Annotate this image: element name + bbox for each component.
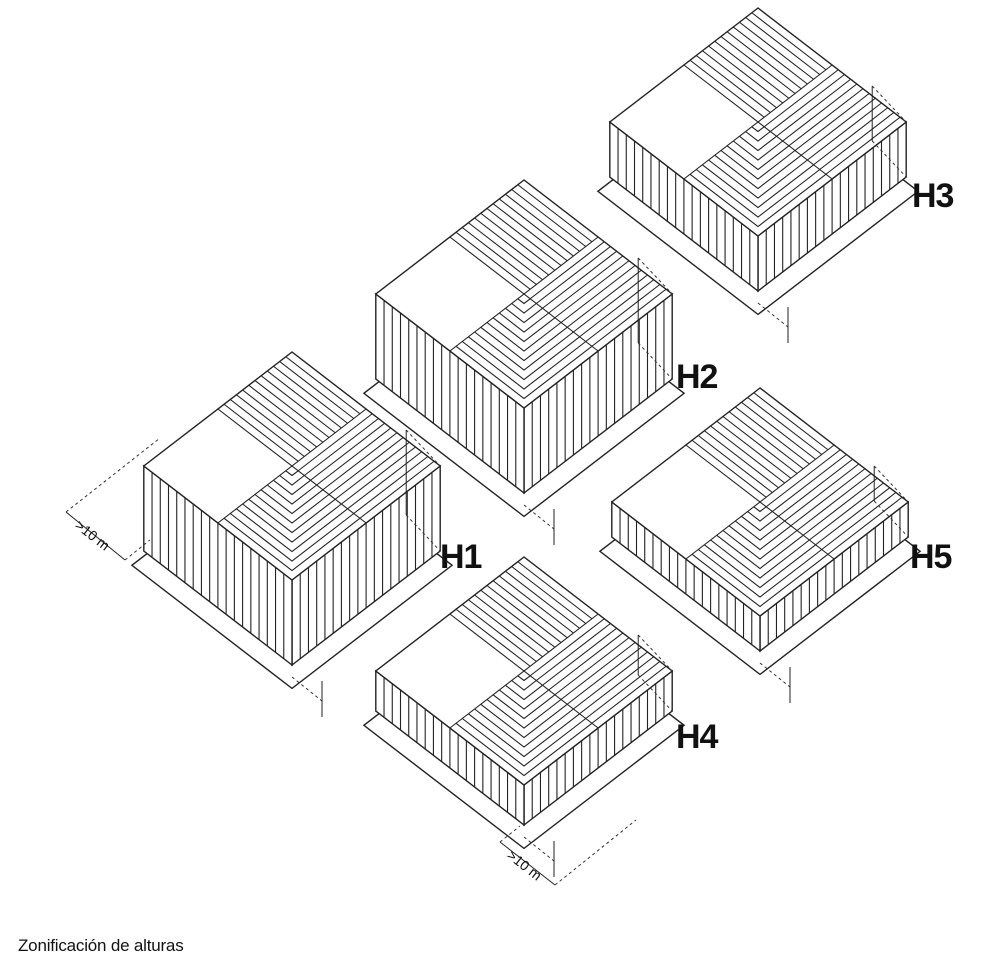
block-h2 (362, 179, 686, 545)
height-dimension (759, 465, 909, 703)
block-label-h2: H2 (676, 358, 718, 396)
block-label-h4: H4 (676, 718, 719, 756)
wall-ribs (151, 472, 433, 659)
wall-ribs (383, 300, 665, 487)
block-h1 (130, 351, 454, 717)
block-label-h5: H5 (910, 538, 952, 576)
wall-ribs (383, 677, 665, 819)
roof-strips (683, 12, 901, 228)
height-dimension (757, 85, 907, 343)
block-label-h3: H3 (912, 177, 954, 215)
height-dimension (291, 429, 441, 717)
roof-strips (449, 184, 667, 400)
figure-caption: Zonificación de alturas (18, 936, 184, 955)
roof-strips (217, 356, 435, 572)
wall-ribs (619, 508, 901, 645)
building-blocks (130, 7, 922, 877)
roof-strips (685, 392, 903, 608)
block-h5 (598, 387, 922, 703)
block-h3 (596, 7, 920, 343)
block-label-h1: H1 (440, 538, 482, 576)
block-h4 (362, 556, 686, 877)
height-dimension (523, 634, 673, 877)
roof-strips (449, 561, 667, 777)
setback-label-h1: >10 m (72, 517, 113, 554)
setback-label-h4: >10 m (504, 847, 545, 884)
height-dimension (523, 257, 673, 545)
